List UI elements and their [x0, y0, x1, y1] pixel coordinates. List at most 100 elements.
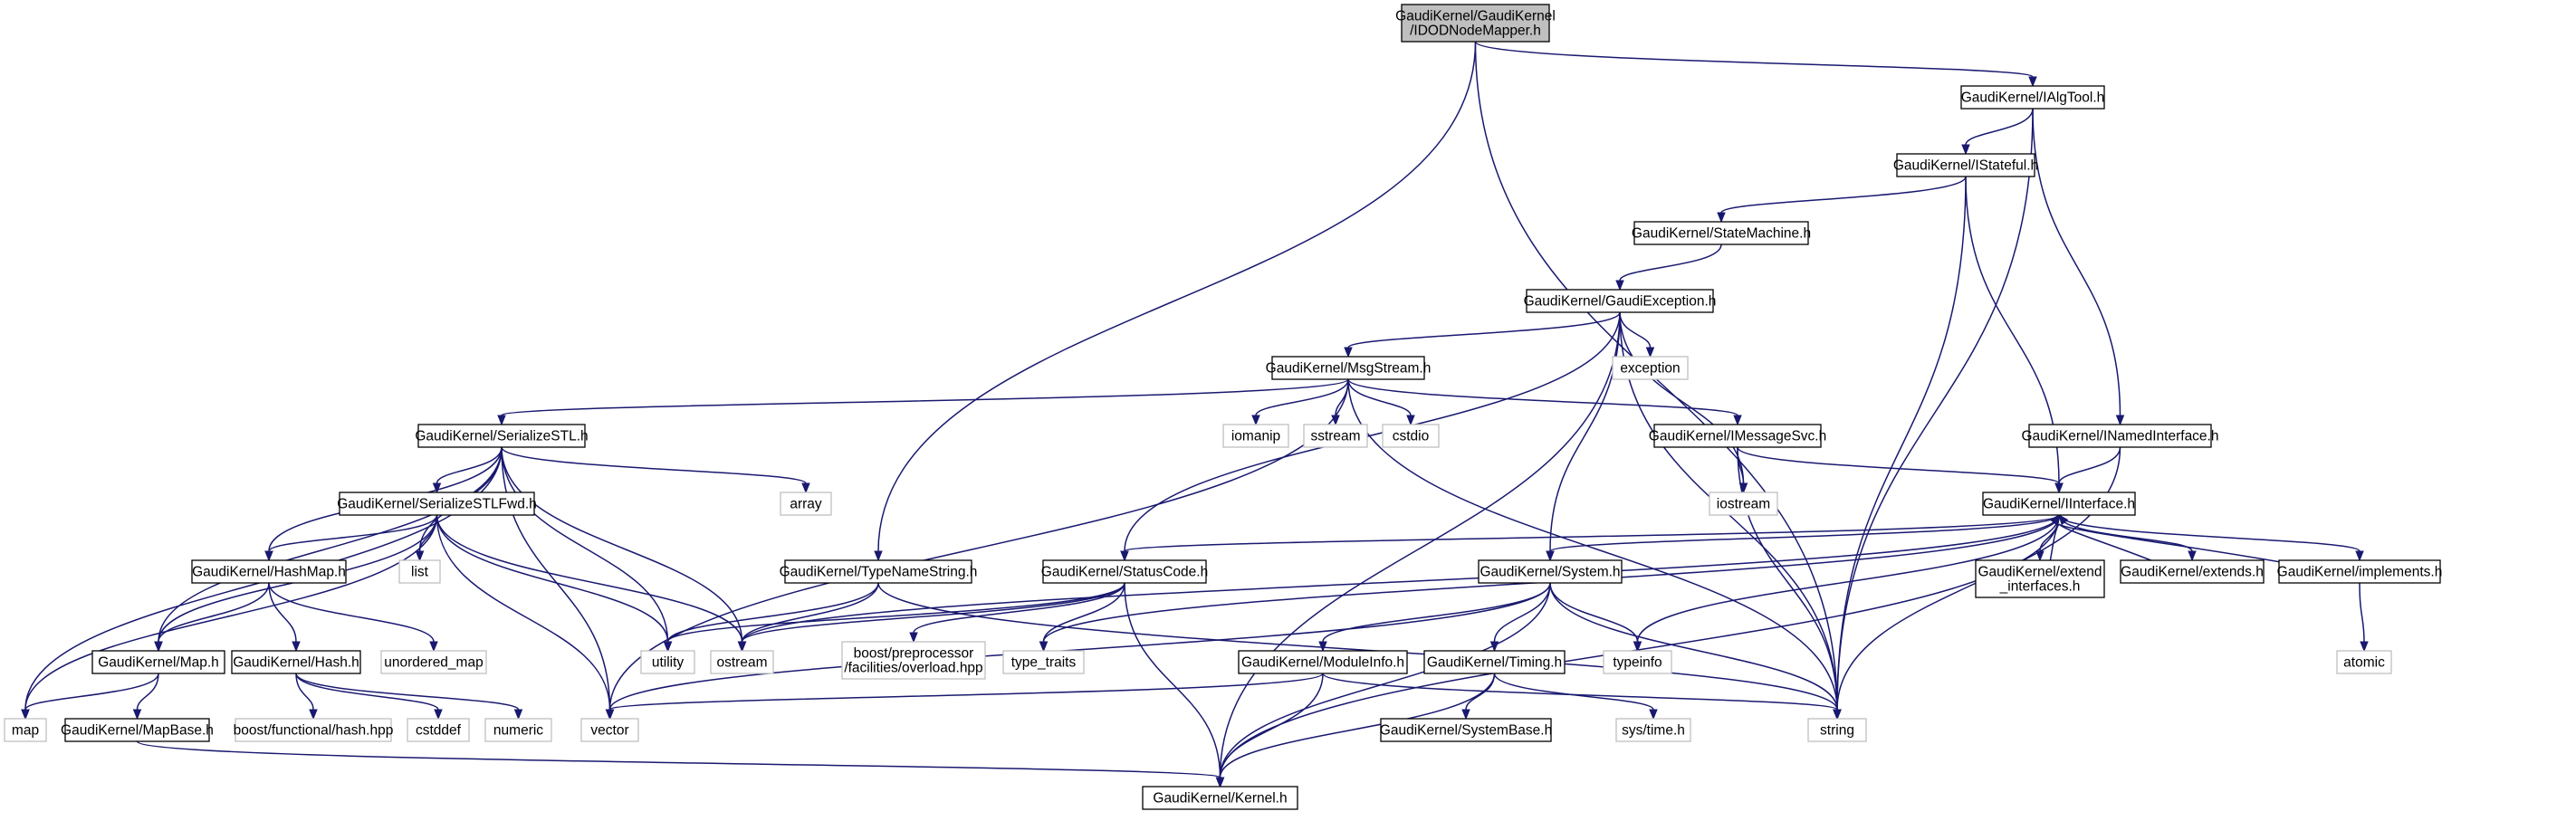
edge-gaudiexception-to-exception	[1619, 311, 1655, 358]
node-statuscode[interactable]: GaudiKernel/StatusCode.h	[1041, 559, 1208, 584]
node-utility: utility	[640, 650, 695, 674]
edge-timing-to-systembase	[1461, 673, 1496, 721]
edge-istateful-to-string	[1833, 176, 1967, 721]
edge-ialgtool-to-istateful	[1961, 108, 2034, 156]
edge-serializestlfwd-to-map	[21, 514, 438, 721]
node-label: typeinfo	[1613, 655, 1661, 671]
edge-mapbase-to-kernel	[136, 740, 1225, 788]
node-unordered-map: unordered_map	[380, 650, 487, 674]
node-timing[interactable]: GaudiKernel/Timing.h	[1423, 650, 1566, 674]
node-label: GaudiKernel/Hash.h	[233, 655, 359, 671]
edge-iinterface-to-ostream	[737, 514, 2060, 653]
node-label: GaudiKernel/GaudiKernel	[1395, 9, 1556, 24]
node-mapbase[interactable]: GaudiKernel/MapBase.h	[61, 718, 214, 742]
edge-moduleinfo-to-kernel	[1215, 673, 1324, 788]
node-sstream: sstream	[1303, 424, 1368, 448]
edge-map_h-to-map	[21, 673, 159, 721]
edge-hash_h-to-numeric	[295, 673, 523, 721]
edge-map_h-to-mapbase	[132, 673, 159, 721]
node-serializestlfwd[interactable]: GaudiKernel/SerializeSTLFwd.h	[337, 492, 537, 516]
node-serializestl[interactable]: GaudiKernel/SerializeSTL.h	[415, 424, 589, 448]
node-cstddef: cstddef	[407, 718, 470, 742]
node-iostream: iostream	[1709, 492, 1778, 516]
node-moduleinfo[interactable]: GaudiKernel/ModuleInfo.h	[1238, 650, 1408, 674]
node-imessagesvc[interactable]: GaudiKernel/IMessageSvc.h	[1649, 424, 1826, 448]
node-label: type_traits	[1011, 655, 1077, 671]
node-system[interactable]: GaudiKernel/System.h	[1478, 559, 1623, 584]
edge-gaudiexception-to-iostream	[1619, 311, 1748, 494]
edge-statuscode-to-ostream	[737, 582, 1125, 653]
node-ostream: ostream	[710, 650, 774, 674]
node-statemachine[interactable]: GaudiKernel/StateMachine.h	[1632, 221, 1811, 245]
node-label: GaudiKernel/ModuleInfo.h	[1241, 655, 1404, 671]
edge-typenamestring-to-ostream	[737, 582, 879, 653]
node-hash-h[interactable]: GaudiKernel/Hash.h	[231, 650, 361, 674]
node-hashmap[interactable]: GaudiKernel/HashMap.h	[191, 559, 347, 584]
node-map-h[interactable]: GaudiKernel/Map.h	[91, 650, 225, 674]
node-label: /IDODNodeMapper.h	[1410, 24, 1541, 39]
graph-edges	[21, 41, 2369, 788]
node-typenamestring[interactable]: GaudiKernel/TypeNameString.h	[780, 559, 978, 584]
node-label: GaudiKernel/extends.h	[2121, 565, 2264, 580]
node-systembase[interactable]: GaudiKernel/SystemBase.h	[1380, 718, 1552, 742]
node-label: GaudiKernel/SystemBase.h	[1380, 723, 1552, 739]
edge-typenamestring-to-utility	[663, 582, 879, 653]
node-label: string	[1820, 723, 1854, 739]
node-label: _interfaces.h	[1999, 579, 2081, 595]
edge-msgstream-to-serializestl	[497, 378, 1349, 426]
edge-iinterface-to-statuscode	[1120, 514, 2060, 562]
node-msgstream[interactable]: GaudiKernel/MsgStream.h	[1266, 356, 1432, 380]
edge-serializestl-to-utility	[501, 446, 673, 653]
edge-serializestlfwd-to-hashmap	[264, 514, 438, 562]
node-iinterface[interactable]: GaudiKernel/IInterface.h	[1982, 492, 2136, 516]
node-label: vector	[590, 723, 628, 739]
node-label: exception	[1620, 361, 1680, 377]
node-istateful[interactable]: GaudiKernel/IStateful.h	[1893, 153, 2038, 177]
node-cstdio: cstdio	[1382, 424, 1440, 448]
edge-msgstream-to-imessagesvc	[1347, 378, 1742, 426]
node-iomanip: iomanip	[1222, 424, 1289, 448]
node-label: GaudiKernel/IAlgTool.h	[1961, 91, 2105, 106]
edge-timing-to-systime	[1493, 673, 1658, 721]
node-atomic: atomic	[2336, 650, 2392, 674]
edge-imessagesvc-to-string	[1737, 446, 1842, 721]
node-label: GaudiKernel/MsgStream.h	[1266, 361, 1432, 377]
node-root[interactable]: GaudiKernel/GaudiKernel/IDODNodeMapper.h	[1395, 4, 1556, 43]
node-boost-overload: boost/preprocessor/facilities/overload.h…	[841, 641, 986, 680]
edge-statuscode-to-boost_overload	[909, 582, 1125, 644]
node-label: GaudiKernel/INamedInterface.h	[2022, 429, 2219, 444]
node-string: string	[1807, 718, 1867, 742]
node-label: iostream	[1717, 497, 1770, 512]
edge-iinterface-to-implements	[2058, 514, 2364, 562]
edge-implements-to-atomic	[2359, 582, 2369, 653]
node-kernel[interactable]: GaudiKernel/Kernel.h	[1142, 786, 1298, 810]
node-label: GaudiKernel/SerializeSTL.h	[415, 429, 588, 444]
node-label: GaudiKernel/TypeNameString.h	[780, 565, 978, 580]
node-extend-interfaces[interactable]: GaudiKernel/extend_interfaces.h	[1975, 559, 2105, 598]
edge-root-to-typenamestring	[874, 41, 1477, 562]
node-gaudiexception[interactable]: GaudiKernel/GaudiException.h	[1524, 289, 1717, 313]
edge-msgstream-to-cstdio	[1347, 378, 1415, 426]
node-map: map	[4, 718, 47, 742]
node-label: unordered_map	[384, 655, 483, 671]
node-inamedinterface[interactable]: GaudiKernel/INamedInterface.h	[2022, 424, 2219, 448]
node-array: array	[780, 492, 832, 516]
edge-system-to-moduleinfo	[1318, 582, 1551, 653]
node-extends[interactable]: GaudiKernel/extends.h	[2120, 559, 2265, 584]
node-ialgtool[interactable]: GaudiKernel/IAlgTool.h	[1960, 85, 2105, 110]
node-label: GaudiKernel/extend	[1977, 565, 2102, 580]
edge-msgstream-to-iomanip	[1251, 378, 1349, 426]
edge-ialgtool-to-inamedinterface	[2032, 108, 2125, 426]
node-type-traits: type_traits	[1002, 650, 1085, 674]
edge-serializestl-to-array	[501, 446, 810, 494]
node-exception: exception	[1612, 356, 1689, 380]
node-label: GaudiKernel/HashMap.h	[192, 565, 346, 580]
node-label: ostream	[717, 655, 768, 671]
edge-moduleinfo-to-vector	[605, 673, 1324, 721]
edge-serializestl-to-map_h	[154, 446, 503, 653]
node-label: /facilities/overload.hpp	[844, 661, 982, 676]
edge-hashmap-to-hash_h	[268, 582, 301, 653]
node-implements[interactable]: GaudiKernel/implements.h	[2277, 559, 2443, 584]
node-label: boost/preprocessor	[854, 646, 974, 662]
edge-inamedinterface-to-iinterface	[2054, 446, 2121, 494]
